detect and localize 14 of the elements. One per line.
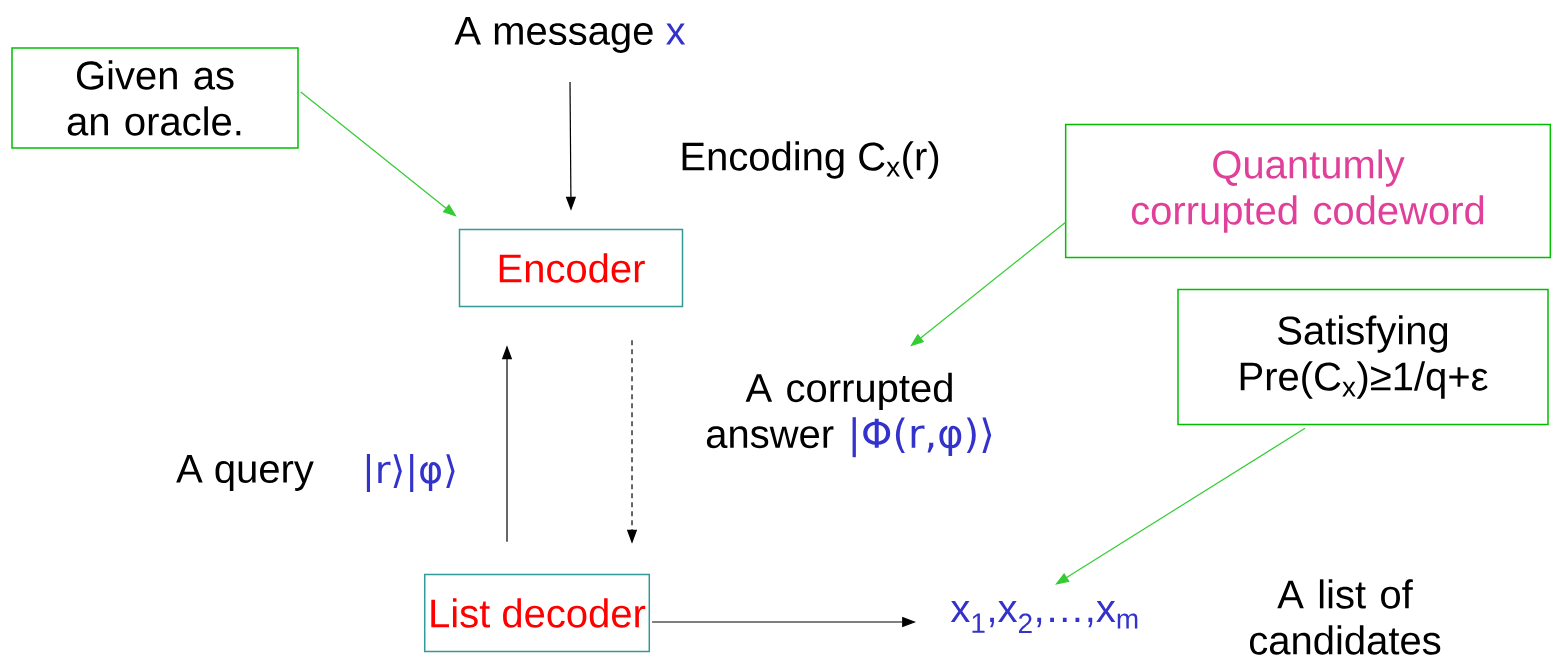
answer-text: A corrupted answer |Φ(r,φ)⟩	[706, 372, 992, 458]
message-text: A message x	[454, 17, 686, 53]
candidate-list-text: x$_{1}$,x$_{2}$,…,x$_{m}$	[950, 600, 1138, 634]
process-box: List decoder	[423, 573, 651, 653]
callout-box: Quantumly corrupted codeword	[1064, 123, 1552, 259]
leader-arrow	[910, 221, 1067, 347]
callout-box: Given as an oracle.	[11, 47, 299, 149]
caption-text: A list of candidates	[1249, 579, 1441, 655]
leader-arrow	[1055, 427, 1306, 585]
annotation-text: A query	[176, 455, 314, 491]
process-box: Encoder	[458, 228, 684, 308]
annotation-text: Encoding C$_{x}$(r)	[682, 141, 939, 179]
formula-text: |r⟩|φ⟩	[366, 454, 455, 492]
callout-box: Satisfying Pre(C$_{x}$)≥1/q+ε	[1177, 288, 1549, 426]
